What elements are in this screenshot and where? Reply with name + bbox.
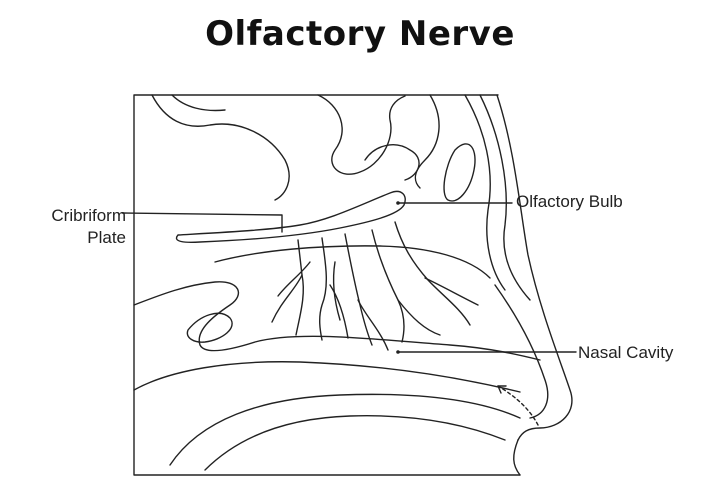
hard-palate-inner xyxy=(204,415,506,471)
brain-fold-right xyxy=(364,144,420,181)
label-nasal-cavity: Nasal Cavity xyxy=(578,343,674,362)
forehead-outer xyxy=(464,94,506,291)
label-cribriform-line2: Plate xyxy=(87,228,126,247)
turbinate-upper xyxy=(214,245,491,279)
nasal-bone xyxy=(479,94,531,301)
nerve-fiber-4 xyxy=(329,284,349,339)
leader-dot-nasal xyxy=(396,350,400,354)
airflow-arrow xyxy=(497,385,539,426)
nerve-fiber-6 xyxy=(357,299,389,351)
nerve-fiber-11 xyxy=(277,261,311,297)
label-cribriform-line1: Cribriform xyxy=(51,206,126,225)
diagram-title: Olfactory Nerve xyxy=(205,14,515,54)
nose-inner xyxy=(494,284,549,419)
nerve-fiber-8 xyxy=(397,299,441,336)
nerve-fiber-2 xyxy=(295,274,305,336)
frontal-sinus xyxy=(443,143,476,202)
leader-cribriform xyxy=(121,212,283,233)
diagram-frame xyxy=(133,94,521,476)
nerve-fiber-1 xyxy=(271,239,303,323)
label-cribriform-plate: Cribriform Plate xyxy=(51,205,126,249)
turbinate-inner xyxy=(186,312,233,343)
lip-upper xyxy=(513,439,521,476)
label-olfactory-bulb: Olfactory Bulb xyxy=(516,192,623,211)
hard-palate xyxy=(169,393,521,466)
brain-frontal xyxy=(414,94,440,189)
nerve-fiber-10 xyxy=(424,277,479,306)
nose-profile xyxy=(496,94,573,441)
leader-dot-bulb xyxy=(396,201,400,205)
nerve-fiber-12 xyxy=(332,261,341,321)
olfactory-bulb-shape xyxy=(175,190,406,244)
brain-fold-upper-2 xyxy=(171,94,226,112)
nerve-fiber-3 xyxy=(319,237,327,341)
nerve-fiber-5 xyxy=(344,233,373,346)
turbinate-middle xyxy=(133,281,541,361)
turbinate-lower xyxy=(133,361,521,393)
brain-fold-upper xyxy=(151,94,290,201)
brain-fold-middle xyxy=(317,94,406,175)
airflow-arrowhead xyxy=(497,385,507,394)
